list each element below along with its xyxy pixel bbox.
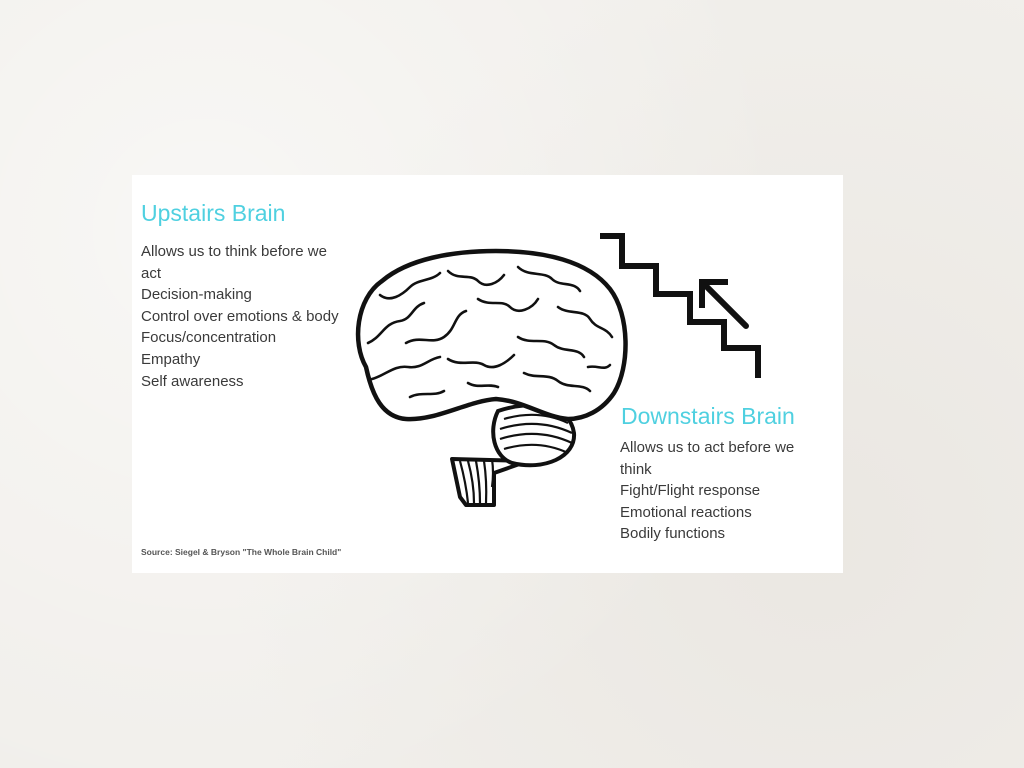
list-item: Focus/concentration xyxy=(141,329,277,347)
list-item: Fight/Flight response xyxy=(620,482,761,500)
downstairs-brain-list: Allows us to act before we think Fight/F… xyxy=(620,437,810,545)
list-item: Allows us to think before we act xyxy=(141,243,327,282)
list-item: Control over emotions & body xyxy=(141,307,339,325)
brain-illustration-icon xyxy=(355,248,628,507)
upstairs-brain-list: Allows us to think before we act Decisio… xyxy=(141,241,346,392)
source-citation: Source: Siegel & Bryson "The Whole Brain… xyxy=(141,547,342,557)
up-arrow-icon xyxy=(699,279,749,329)
list-item: Empathy xyxy=(141,350,201,368)
downstairs-brain-heading: Downstairs Brain xyxy=(621,403,795,429)
upstairs-brain-heading: Upstairs Brain xyxy=(141,200,286,226)
list-item: Emotional reactions xyxy=(620,503,752,521)
list-item: Self awareness xyxy=(141,372,244,390)
list-item: Bodily functions xyxy=(620,525,726,543)
list-item: Decision-making xyxy=(141,286,252,304)
slide: Upstairs Brain Allows us to think before… xyxy=(132,175,843,573)
stairs-icon xyxy=(600,233,761,378)
list-item: Allows us to act before we think xyxy=(620,439,795,478)
